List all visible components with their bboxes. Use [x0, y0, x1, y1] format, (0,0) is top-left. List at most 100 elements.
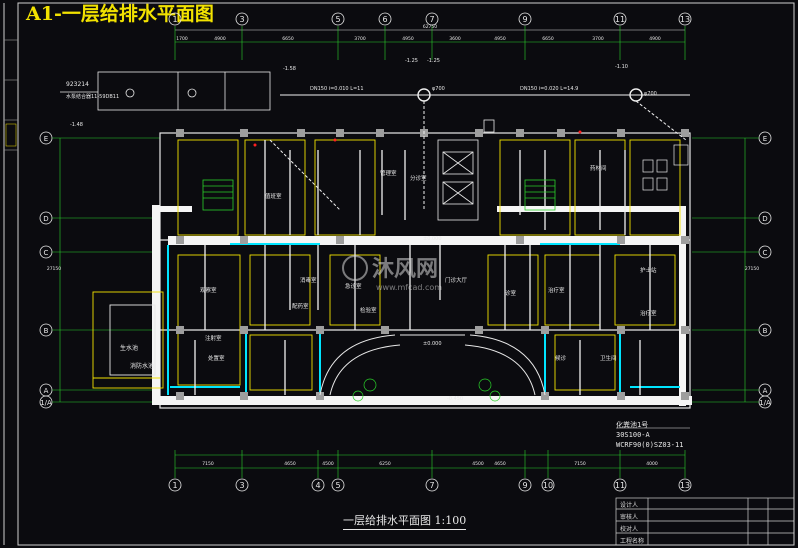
- dimension-top: 6650: [542, 36, 554, 42]
- right-dimension: 27150: [745, 266, 759, 272]
- septic-note: 化粪池1号 30S100-A WCRF90(0)SZ03-11: [616, 420, 683, 450]
- title-block-designer: 设计人: [620, 502, 639, 509]
- room-label: 管理室: [380, 169, 397, 177]
- room-label: 检验室: [360, 306, 377, 314]
- grid-bubble-bottom: [311, 478, 325, 492]
- tank-label: 923214: [66, 81, 89, 88]
- grid-label-bottom: 5: [335, 481, 340, 490]
- elevator-core: [437, 119, 495, 221]
- entrance-trees: [352, 378, 501, 402]
- dimension-bottom: 7150: [202, 461, 214, 467]
- room-label: 分诊室: [410, 174, 427, 182]
- left-strip-labels: [5, 123, 17, 147]
- grid-label-left: C: [44, 249, 49, 257]
- sheet-title: A1-一层给排水平面图: [26, 3, 214, 25]
- grid-label-top: 11: [615, 15, 625, 24]
- grid-label-bottom: 7: [429, 481, 434, 490]
- dimension-top: 6650: [282, 36, 294, 42]
- grid-label-top: 9: [522, 15, 527, 24]
- level-center: ±0.000: [423, 236, 442, 242]
- room-label: 门诊大厅: [445, 276, 468, 284]
- toilet-fixtures: [642, 144, 689, 191]
- dimension-bottom: 4500: [472, 461, 484, 467]
- grid-bubble-bottom: [235, 478, 249, 492]
- grid-bubble-bottom: [425, 478, 439, 492]
- dimension-top: 4950: [494, 36, 506, 42]
- room-label: 消毒室: [300, 276, 317, 284]
- grid-bubble-bottom: [518, 478, 532, 492]
- dimension-bottom: 4000: [646, 461, 658, 467]
- room-label: 处置室: [208, 354, 225, 362]
- grid-label-top: 13: [680, 15, 690, 24]
- water-tank: [60, 71, 271, 111]
- grid-label-right: 1/A: [759, 399, 771, 407]
- red-markers: [253, 130, 582, 147]
- level-entry: -0.450: [447, 396, 463, 402]
- grid-bubble-bottom: [168, 478, 182, 492]
- dimension-top: 4900: [214, 36, 226, 42]
- room-label: 治疗室: [640, 309, 657, 317]
- drawing-title: 一层给排水平面图 1:100: [343, 512, 467, 530]
- dimension-top: 4900: [649, 36, 661, 42]
- pump-room-label-2: 消防水池: [130, 362, 154, 370]
- drain-pipes: [269, 88, 690, 211]
- tank-level: -1.58: [283, 66, 296, 72]
- title-block-checker: 校对人: [620, 526, 639, 533]
- grid-label-bottom: 13: [680, 481, 690, 490]
- room-label: 护士站: [640, 266, 657, 274]
- pump-room-label: 生水池: [120, 344, 138, 352]
- grid-bubble-top: [378, 12, 392, 26]
- grid-bubble-top: [331, 12, 345, 26]
- title-block-project: 工程名称: [620, 538, 645, 545]
- left-dimension: 27150: [47, 266, 61, 272]
- dimension-top: 3600: [449, 36, 461, 42]
- watermark-url: www.mfcad.com: [376, 283, 442, 292]
- level-top-2: -1.25: [427, 58, 440, 64]
- room-label: 急诊室: [345, 282, 362, 290]
- room-label: 药材间: [590, 164, 607, 172]
- dimension-bottom: 7150: [574, 461, 586, 467]
- grid-label-left: 1/A: [40, 399, 52, 407]
- level-top-1: -1.25: [405, 58, 418, 64]
- water-pipes: [194, 140, 651, 395]
- room-label: 注射室: [205, 334, 222, 342]
- grid-bubble-top: [613, 12, 627, 26]
- watermark-text: 沐风网: [372, 257, 438, 282]
- title-block: [615, 497, 795, 546]
- dimension-top: 1700: [176, 36, 188, 42]
- grid-label-top: 6: [382, 15, 387, 24]
- grid-label-bottom: 3: [239, 481, 244, 490]
- grid-label-left: E: [44, 135, 48, 143]
- grid-label-bottom: 4: [315, 481, 320, 490]
- grid-label-left: B: [44, 327, 49, 335]
- dimension-bottom: 4650: [494, 461, 506, 467]
- left-strip-ticks: [4, 39, 18, 151]
- grid-label-bottom: 11: [615, 481, 625, 490]
- grid-label-left: D: [43, 215, 48, 223]
- room-label: 配药室: [292, 302, 309, 310]
- grid-label-bottom: 9: [522, 481, 527, 490]
- sheet-border: [17, 2, 795, 546]
- grid-bubble-bottom: [331, 478, 345, 492]
- pipe-note-1: DN150 i=0.010 L=11: [310, 86, 364, 92]
- grid-label-top: 7: [429, 15, 434, 24]
- grid-label-bottom: 1: [172, 481, 177, 490]
- level-top-3: -1.10: [615, 64, 628, 70]
- grid-bubble-top: [518, 12, 532, 26]
- grid-label-right: B: [763, 327, 768, 335]
- dimension-top: 3700: [592, 36, 604, 42]
- stair-green: [202, 179, 556, 211]
- tank-level-2: -1.48: [70, 122, 83, 128]
- grid-bubble-top: [678, 12, 692, 26]
- level-center-2: ±0.000: [423, 341, 442, 347]
- grid-bubble-top: [235, 12, 249, 26]
- structural-columns: [176, 129, 689, 400]
- pump-room: [92, 291, 164, 389]
- grid-label-bottom: 10: [543, 481, 553, 490]
